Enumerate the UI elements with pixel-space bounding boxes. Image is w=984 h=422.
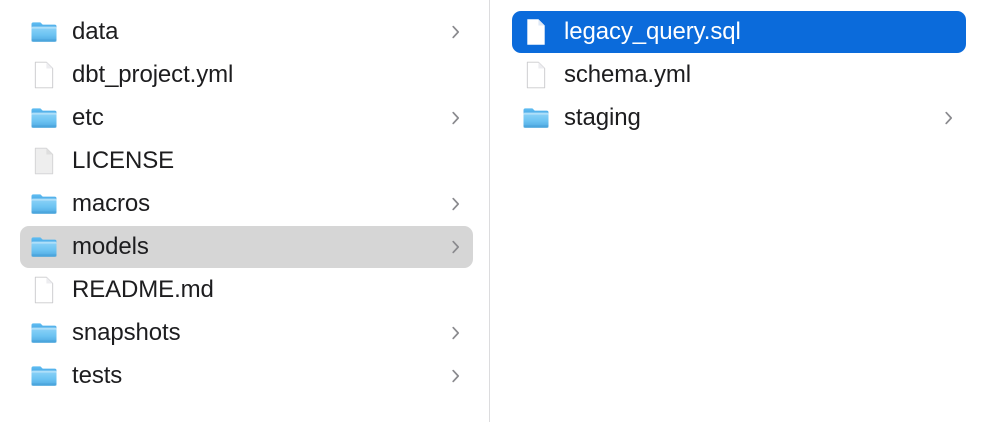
folder-icon	[30, 232, 58, 262]
document-icon	[30, 275, 58, 305]
file-row[interactable]: LICENSE	[20, 140, 473, 182]
folder-icon	[30, 361, 58, 391]
file-row[interactable]: dbt_project.yml	[20, 54, 473, 96]
folder-icon	[522, 103, 550, 133]
file-name-label: README.md	[72, 276, 214, 303]
file-row[interactable]: data	[20, 11, 473, 53]
chevron-right-icon[interactable]	[449, 194, 463, 214]
file-row[interactable]: schema.yml	[512, 54, 966, 96]
chevron-right-icon[interactable]	[449, 237, 463, 257]
file-name-label: staging	[564, 104, 641, 131]
chevron-right-icon[interactable]	[449, 323, 463, 343]
chevron-right-icon[interactable]	[449, 108, 463, 128]
chevron-right-icon[interactable]	[449, 22, 463, 42]
document-icon	[30, 60, 58, 90]
file-row[interactable]: staging	[512, 97, 966, 139]
document-icon	[522, 17, 550, 47]
file-row[interactable]: etc	[20, 97, 473, 139]
file-name-label: LICENSE	[72, 147, 175, 174]
document-icon	[522, 60, 550, 90]
file-row[interactable]: tests	[20, 355, 473, 397]
generic-document-icon	[30, 146, 58, 176]
file-name-label: tests	[72, 362, 123, 389]
file-name-label: etc	[72, 104, 104, 131]
file-name-label: snapshots	[72, 319, 181, 346]
file-row[interactable]: models	[20, 226, 473, 268]
file-name-label: dbt_project.yml	[72, 61, 234, 88]
file-row[interactable]: legacy_query.sql	[512, 11, 966, 53]
file-row[interactable]: README.md	[20, 269, 473, 311]
file-name-label: macros	[72, 190, 151, 217]
folder-icon	[30, 189, 58, 219]
file-name-label: data	[72, 18, 119, 45]
file-row[interactable]: macros	[20, 183, 473, 225]
file-name-label: models	[72, 233, 149, 260]
folder-icon	[30, 103, 58, 133]
chevron-right-icon[interactable]	[942, 108, 956, 128]
file-name-label: legacy_query.sql	[564, 18, 741, 45]
folder-icon	[30, 17, 58, 47]
file-name-label: schema.yml	[564, 61, 692, 88]
file-column-2: legacy_query.sql schema.yml staging	[490, 0, 984, 422]
folder-icon	[30, 318, 58, 348]
file-row[interactable]: snapshots	[20, 312, 473, 354]
chevron-right-icon[interactable]	[449, 366, 463, 386]
